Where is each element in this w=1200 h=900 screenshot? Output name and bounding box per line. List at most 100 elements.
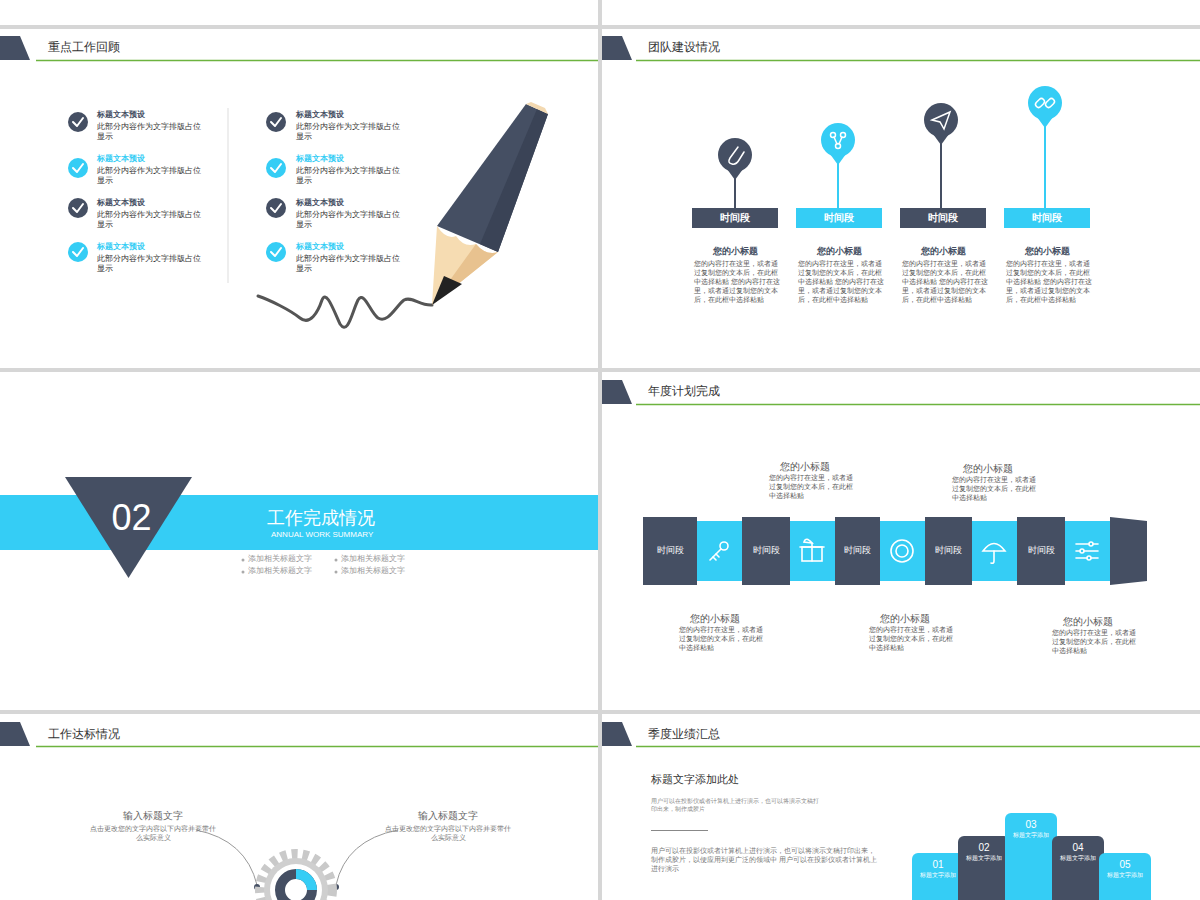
pencil-illustration-part [258, 296, 432, 327]
text-label: 输入标题文字 [388, 809, 508, 822]
timeline-strip-part-part [1089, 542, 1093, 546]
time-box: 时间段 [796, 208, 882, 228]
slide-header-part [602, 380, 632, 404]
gear-illustration-part [336, 830, 398, 885]
pencil-illustration [258, 102, 548, 327]
bullet-dots-part [242, 571, 245, 574]
text-label: 您的小标题 [1043, 615, 1133, 628]
check-icons-part-part [73, 248, 83, 256]
header-rule-part [636, 746, 1200, 748]
check-icons-part [266, 158, 286, 178]
timeline-segment: 时间段 [1017, 517, 1065, 585]
pencil-illustration-part [526, 102, 548, 114]
text-label: 您的内容打在这里，或者通过复制您的文本后，在此框中选择粘贴 您的内容打在这里，或… [1006, 259, 1092, 304]
timeline-strip-part [790, 521, 835, 581]
node-title: 04 [1052, 842, 1104, 855]
slide-header-part [602, 36, 632, 60]
timeline-segment: 时间段 [742, 517, 790, 585]
check-icons-part-part [73, 164, 83, 172]
slide-header-part [602, 722, 632, 746]
text-label: 您的内容打在这里，或者通过复制您的文本后，在此框中选择粘贴 您的内容打在这里，或… [694, 259, 780, 304]
node-title: 时间段 [824, 212, 854, 225]
gear-illustration-part [260, 854, 332, 900]
pencil-illustration-part [432, 226, 498, 305]
timeline-strip-part-part [983, 544, 1005, 552]
gear-illustration-part [270, 864, 322, 900]
timeline-segment: 时间段 [835, 517, 880, 585]
slide-header-part [0, 722, 30, 746]
check-icons-part [68, 112, 88, 132]
map-pins-part [1044, 118, 1046, 208]
node-title: 02 [65, 495, 198, 540]
text-label: 季度业绩汇总 [648, 727, 848, 743]
map-pins-part [729, 97, 1056, 164]
time-box: 时间段 [692, 208, 778, 228]
check-icons-part-part [73, 118, 83, 126]
text-label: 添加相关标题文字 [248, 554, 338, 564]
map-pins [718, 86, 1062, 208]
text-label: 您的内容打在这里，或者通过复制您的文本后，在此框中选择粘贴 [1052, 628, 1136, 655]
text-label: 您的小标题 [760, 460, 850, 473]
node-title: 时间段 [844, 545, 871, 556]
text-label: 此部分内容作为文字排版占位显示 [296, 254, 406, 275]
text-label: 您的内容打在这里，或者通过复制您的文本后，在此框中选择粘贴 [952, 475, 1036, 502]
text-label: 添加相关标题文字 [341, 554, 431, 564]
check-icons-part [228, 108, 229, 283]
text-label: 年度计划完成 [648, 384, 848, 400]
text-label: 点击更改您的文字内容以下内容并要带什么实际意义 [88, 824, 218, 842]
header-rule-part [636, 60, 1200, 62]
text-label: 输入标题文字 [93, 809, 213, 822]
slide-header [0, 36, 632, 746]
timeline-strip-part-part [713, 557, 716, 560]
text-label: 您的内容打在这里，或者通过复制您的文本后，在此框中选择粘贴 [769, 473, 853, 500]
gear-illustration-part [264, 858, 328, 900]
timeline-strip-part [1110, 517, 1147, 585]
text-label: 标题文本预设 [296, 154, 406, 164]
bullet-dots-part [242, 559, 245, 562]
gear-illustration [196, 830, 398, 900]
map-pins-part [718, 138, 752, 172]
text-label: 标题文本预设 [296, 110, 406, 120]
text-label: 此部分内容作为文字排版占位显示 [296, 210, 406, 231]
check-icons-part [266, 112, 286, 132]
text-label: 您的小标题 [900, 246, 986, 258]
node-title: 时间段 [657, 545, 684, 556]
text-label: 标题文本预设 [97, 110, 207, 120]
text-label: 用户可以在投影仪或者计算机上进行演示，也可以将演示文稿打印出来，制作成胶片，以便… [651, 846, 881, 873]
text-label: 标题文字添加此处 [651, 772, 871, 786]
slide-bg [602, 29, 1200, 368]
text-label: 您的小标题 [796, 246, 882, 258]
node-subtitle: 标题文字添加 [1099, 872, 1151, 880]
text-label: 此部分内容作为文字排版占位显示 [97, 122, 207, 143]
header-rule-part [36, 746, 598, 748]
slide-header-part [0, 36, 30, 60]
timeline-strip-part [880, 521, 925, 581]
timeline-strip-part-part [804, 539, 812, 543]
text-label: 添加相关标题文字 [248, 566, 338, 576]
node-title: 03 [1005, 819, 1057, 832]
timeline-strip-part-part [1080, 549, 1084, 553]
map-pins-part-part [839, 137, 842, 144]
text-label: 团队建设情况 [648, 40, 848, 56]
node-subtitle: 标题文字添加 [958, 855, 1010, 863]
node-subtitle: 标题文字添加 [1052, 855, 1104, 863]
node-subtitle: ANNUAL WORK SUMMARY [267, 530, 598, 540]
timeline-strip-part [1065, 521, 1110, 581]
text-label: 重点工作回顾 [48, 40, 248, 56]
header-rule-part [636, 404, 1200, 406]
check-icons-part [73, 118, 281, 256]
header-rule-part [36, 60, 598, 62]
text-label: 您的小标题 [1004, 246, 1090, 258]
timeline-strip-part-part [716, 554, 719, 557]
check-icons-part-part [271, 204, 281, 212]
text-label: 此部分内容作为文字排版占位显示 [97, 166, 207, 187]
separator-rule [651, 830, 708, 831]
timeline-strip [697, 517, 1147, 585]
text-label: 您的小标题 [670, 612, 760, 625]
check-icons [68, 108, 286, 283]
map-pins-part-part [729, 147, 744, 164]
timeline-strip-part-part [710, 549, 721, 560]
text-label: 标题文本预设 [97, 154, 207, 164]
